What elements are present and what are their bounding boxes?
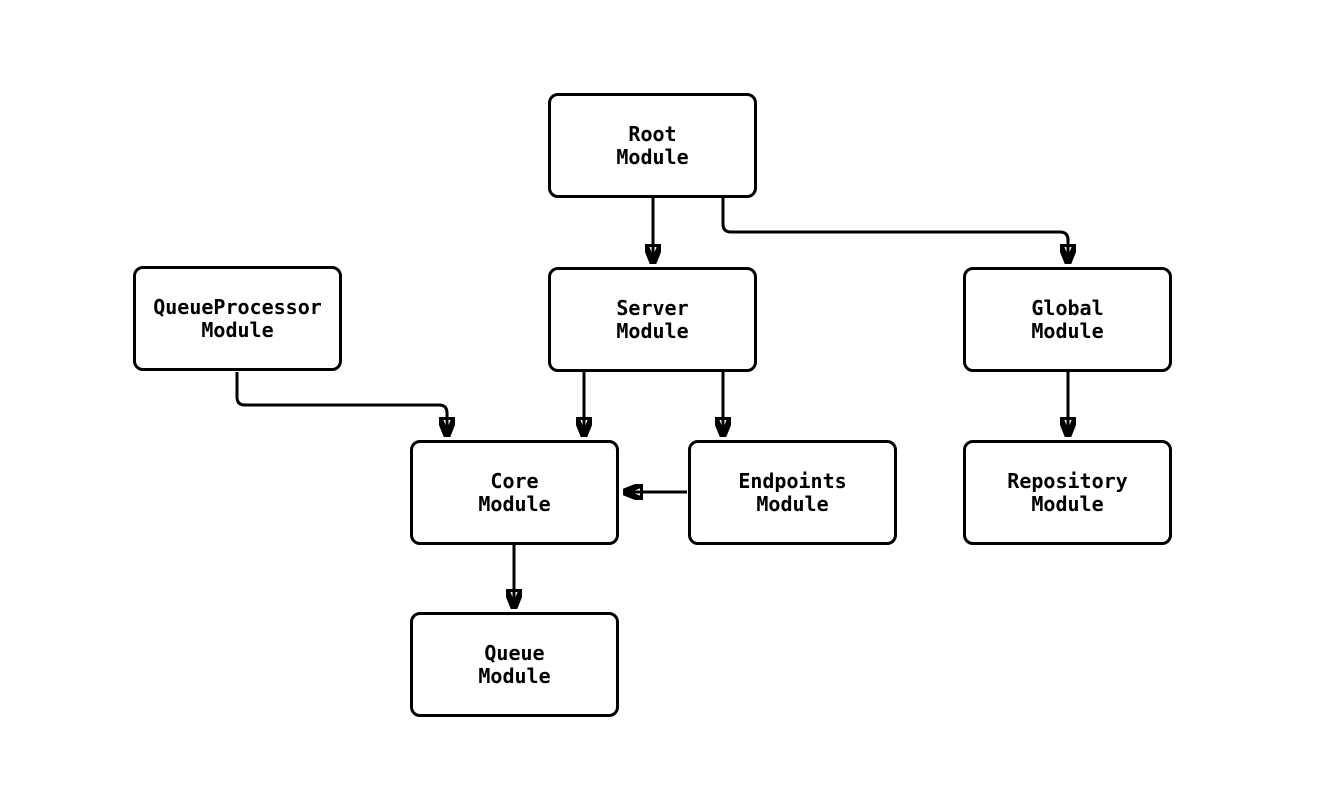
node-endpoints-module: Endpoints Module (688, 440, 897, 545)
node-label: Endpoints (738, 468, 847, 493)
node-label: QueueProcessor (153, 294, 322, 319)
node-label: Module (478, 663, 551, 688)
node-global-module: Global Module (963, 267, 1172, 372)
node-label: Repository (1007, 468, 1128, 493)
node-label: Core (490, 468, 539, 493)
node-label: Server (616, 295, 689, 320)
node-server-module: Server Module (548, 267, 757, 372)
edge-root-to-global (721, 198, 1068, 262)
node-label: Module (478, 491, 551, 516)
node-repository-module: Repository Module (963, 440, 1172, 545)
edge-queueprocessor-to-core (235, 372, 447, 435)
node-label: Module (616, 318, 689, 343)
node-core-module: Core Module (410, 440, 619, 545)
node-label: Module (756, 491, 829, 516)
node-label: Root (628, 121, 677, 146)
node-label: Module (1031, 318, 1104, 343)
node-root-module: Root Module (548, 93, 757, 198)
node-label: Module (616, 144, 689, 169)
node-queueprocessor-module: QueueProcessor Module (133, 266, 342, 371)
node-queue-module: Queue Module (410, 612, 619, 717)
node-label: Global (1031, 295, 1104, 320)
node-label: Queue (484, 640, 545, 665)
node-label: Module (1031, 491, 1104, 516)
node-label: Module (201, 317, 274, 342)
